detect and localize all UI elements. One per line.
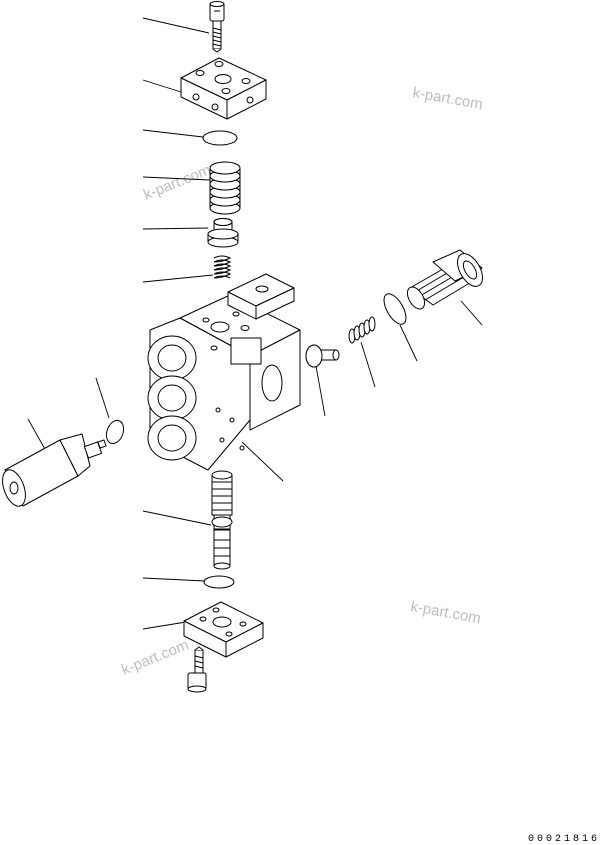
valve-body-part [147,273,301,471]
leader-bottom-oring [142,577,206,582]
right-spring-part [348,316,376,344]
leader-left-valve [27,418,47,452]
leader-top-oring [142,129,204,138]
leader-right-oring [399,324,418,362]
leader-spring [142,176,211,181]
leader-piston [142,227,209,230]
watermark-bottom-left: k-part.com [119,636,191,678]
watermark-top-right: k-part.com [411,84,484,113]
leader-right-poppet [315,365,326,417]
spool-part [211,470,233,570]
leader-top-bolt [142,17,210,34]
leader-right-spring [360,341,376,388]
small-spring-part [213,255,232,279]
top-cover-plate-part [180,57,267,120]
leader-small-spring [142,274,214,283]
bottom-bolt-part [187,646,207,693]
leader-spool [142,510,212,526]
top-oring-part [202,130,238,146]
watermark-top-left: k-part.com [141,161,213,203]
figure-number: 00021816 [528,834,600,845]
top-bolt-part [209,1,225,53]
left-oring-part [105,419,125,445]
leader-left-oring [95,377,110,419]
leader-lines [27,17,483,630]
spring-part [209,161,241,215]
leader-top-cover [142,79,182,93]
right-oring-part [383,293,407,325]
leader-bottom-cover [142,621,187,630]
watermark-bottom-right: k-part.com [409,598,482,627]
leader-right-plug [460,300,483,326]
bottom-cover-plate-part [183,601,264,658]
piston-part [207,218,239,248]
right-plug-part [406,249,483,310]
right-poppet-part [305,344,340,368]
bottom-oring-part [203,575,235,589]
leader-valve-body [241,441,284,482]
left-relief-valve-part [2,433,107,507]
